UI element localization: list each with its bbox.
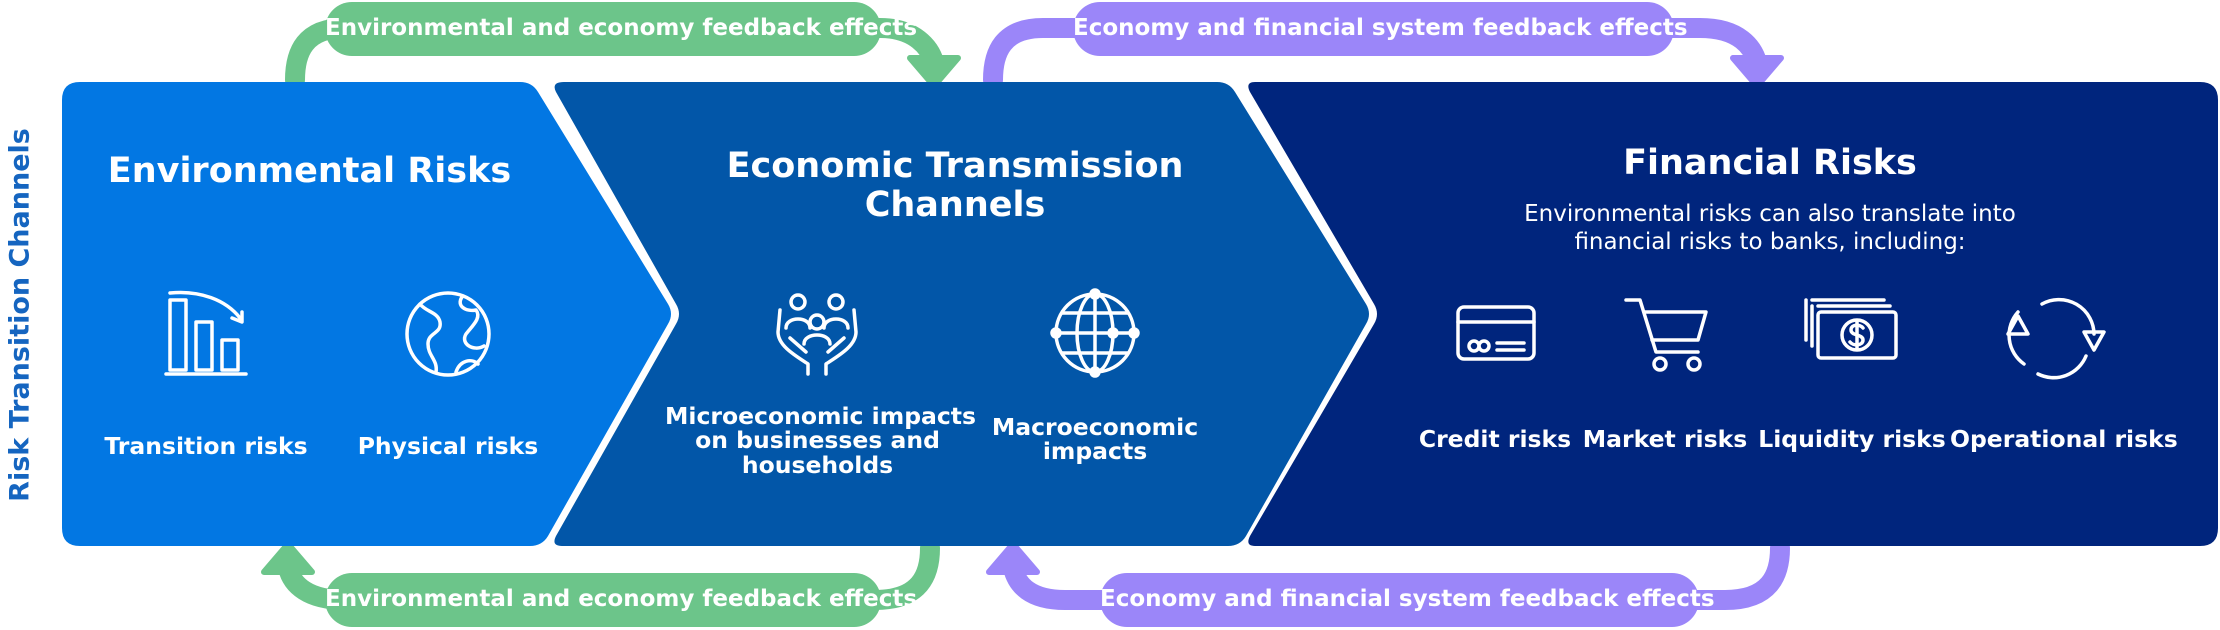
microeconomic-impacts-label: Microeconomic impacts on businesses and …: [665, 402, 977, 479]
network-globe-icon: [1050, 288, 1140, 378]
globe-icon: [405, 291, 491, 377]
bottom-left-feedback-label: Environmental and economy feedback effec…: [325, 586, 918, 612]
financial-subtitle-line-2: financial risks to banks, including:: [1574, 229, 1966, 256]
economic-title-line-1: Economic Transmission: [726, 146, 1184, 186]
macroeconomic-impacts-label: Macroeconomic impacts: [985, 415, 1205, 464]
operational-risks-label: Operational risks: [1950, 425, 2178, 453]
market-risks-label: Market risks: [1582, 425, 1748, 453]
physical-risks-label: Physical risks: [357, 432, 539, 460]
financial-risks-subtitle: Environmental risks can also translate i…: [1470, 200, 2070, 256]
cash-stack-icon: [1804, 298, 1898, 360]
credit-card-icon: [1456, 305, 1536, 361]
macroeconomic-line-2: impacts: [1042, 437, 1148, 466]
macroeconomic-line-1: Macroeconomic: [991, 413, 1199, 441]
top-right-arrowhead: [1730, 55, 1784, 89]
bottom-right-feedback-pill: [1100, 573, 1699, 627]
economic-transmission-panel: [554, 82, 1369, 546]
top-left-arrowhead: [907, 55, 961, 89]
top-left-feedback-label: Environmental and economy feedback effec…: [325, 15, 918, 41]
financial-risks-title: Financial Risks: [1623, 143, 1917, 183]
cycle-arrows-icon: [2006, 297, 2106, 380]
bottom-right-feedback-label: Economy and financial system feedback ef…: [1100, 586, 1715, 612]
bottom-right-arrowhead: [986, 541, 1040, 575]
economic-title-line-2: Channels: [864, 185, 1046, 226]
credit-risks-label: Credit risks: [1418, 425, 1572, 453]
top-right-feedback-pill: [1073, 2, 1674, 56]
microeconomic-line-1: Microeconomic impacts: [665, 402, 977, 430]
liquidity-risks-label: Liquidity risks: [1758, 425, 1946, 453]
top-right-feedback-label: Economy and financial system feedback ef…: [1073, 15, 1688, 41]
top-left-feedback-pill: [325, 2, 881, 56]
bottom-right-feedback-arrow: [1003, 538, 1790, 610]
side-label-text: Risk Transition Channels: [4, 128, 36, 502]
environmental-risks-title: Environmental Risks: [107, 151, 512, 191]
microeconomic-line-2: on businesses and: [695, 426, 940, 455]
bottom-left-arrowhead: [261, 541, 315, 575]
economic-transmission-title: Economic Transmission Channels: [705, 146, 1205, 226]
environmental-risks-panel: [62, 82, 671, 546]
hands-people-icon: [776, 293, 858, 376]
bottom-left-feedback-pill: [325, 573, 881, 627]
bar-chart-decline-icon: [164, 290, 248, 376]
transition-risks-label: Transition risks: [104, 432, 308, 460]
financial-risks-panel: [1248, 82, 2218, 546]
microeconomic-line-3: households: [741, 450, 894, 479]
shopping-cart-icon: [1624, 298, 1708, 372]
top-right-feedback-arrow: [983, 18, 1767, 90]
financial-subtitle-line-1: Environmental risks can also translate i…: [1524, 201, 2016, 227]
